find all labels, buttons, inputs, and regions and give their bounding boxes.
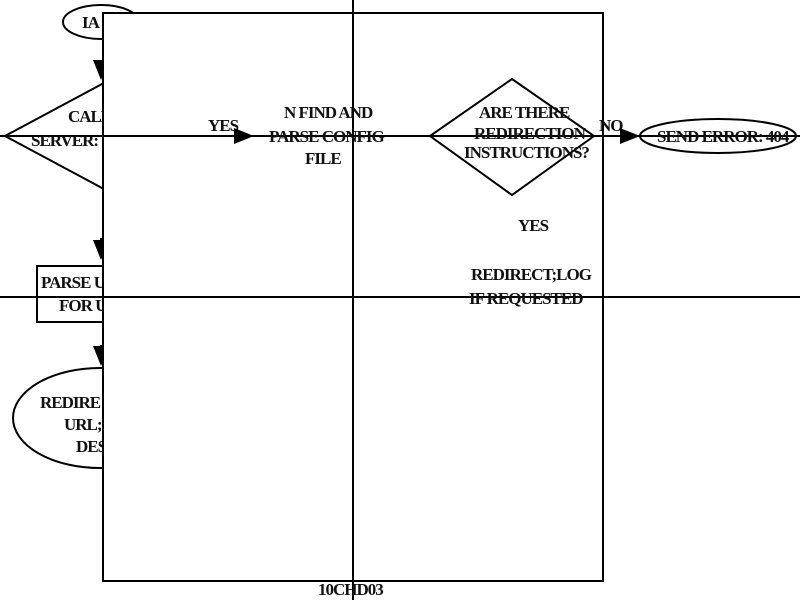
redirect-oval-label: REDIRE xyxy=(40,393,101,412)
find-config-label: FILE xyxy=(305,149,341,168)
no-label: NO xyxy=(599,116,623,135)
redirection-decision-diamond xyxy=(428,77,596,197)
yes-label-2: YES xyxy=(518,216,549,235)
decision-label: INSTRUCTIONS? xyxy=(464,143,589,162)
find-config-label: N FIND AND xyxy=(284,103,373,122)
start-oval-label: IA xyxy=(82,13,101,32)
redirect-oval-label: DES xyxy=(76,437,107,456)
decision-label: ARE THERE xyxy=(479,103,570,122)
redirect-log-label: REDIRECT;LOG xyxy=(471,265,592,284)
parse-box-label: PARSE U xyxy=(41,273,106,292)
left-decision-label: SERVER: xyxy=(31,131,98,150)
yes-label: YES xyxy=(208,116,239,135)
redirect-oval-label: URL; xyxy=(64,415,102,434)
send-error-oval xyxy=(639,118,797,154)
redirect-log-label: IF REQUESTED xyxy=(469,289,583,308)
decision-label: REDIRECTION xyxy=(474,124,587,143)
figure-id: 10CHD03 xyxy=(318,580,383,599)
left-decision-label: CALL xyxy=(68,107,112,126)
parse-box-label: FOR U xyxy=(59,296,107,315)
send-error-label: SEND ERROR: 404 xyxy=(657,127,790,146)
find-config-label: PARSE CONFIG xyxy=(269,127,384,146)
